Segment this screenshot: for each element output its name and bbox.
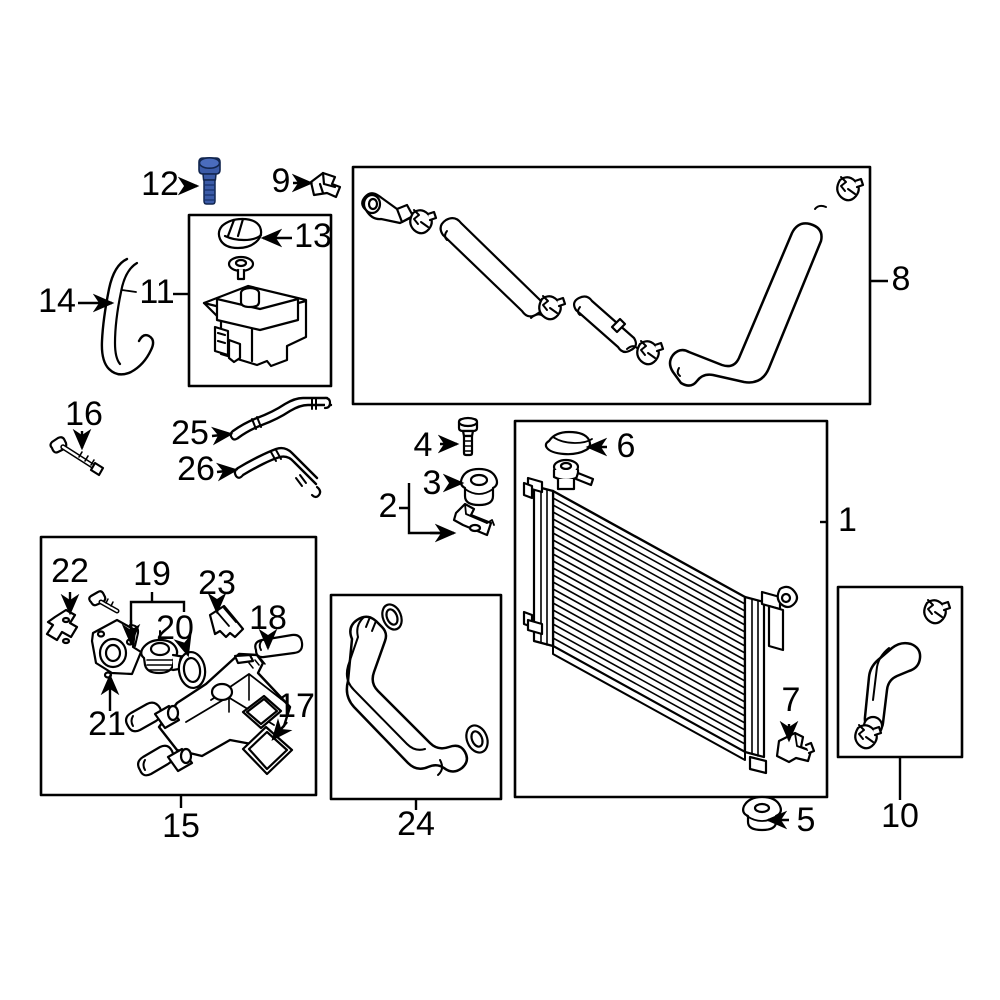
callout-label-26: 26 <box>177 450 215 488</box>
housing-bolt <box>88 590 120 614</box>
hose-clamp-a <box>409 209 438 235</box>
callout-label-15: 15 <box>162 807 200 845</box>
radiator-lower-insulator <box>742 795 782 832</box>
callout-label-5: 5 <box>797 801 816 839</box>
callout-label-24: 24 <box>397 805 435 843</box>
upper-hose-elbow <box>361 192 415 225</box>
callout-label-12: 12 <box>141 165 179 203</box>
lower-radiator-hose <box>345 615 469 776</box>
reservoir-mounting-bolt <box>198 157 221 205</box>
radiator-left-tank <box>522 476 555 648</box>
leader-20 <box>173 633 192 658</box>
thermostat-gasket <box>177 650 207 690</box>
hose-clamp-c <box>636 340 665 366</box>
callout-label-10: 10 <box>881 797 919 835</box>
callout-label-4: 4 <box>414 426 433 464</box>
hose-clamp-d <box>836 176 865 202</box>
reservoir-filler-grommet <box>227 255 255 281</box>
lower-hose-oring-top <box>381 603 403 631</box>
reservoir-feed-hose <box>229 396 333 441</box>
bypass-hose-clamp-top <box>923 599 952 625</box>
leader-26 <box>215 462 239 482</box>
callout-label-14: 14 <box>38 282 76 320</box>
callout-label-25: 25 <box>171 414 209 452</box>
callout-label-20: 20 <box>156 609 194 647</box>
hose-clamp-b <box>538 295 567 321</box>
callout-label-19: 19 <box>133 555 171 593</box>
reservoir-return-hose <box>233 446 322 499</box>
callout-label-9: 9 <box>272 162 291 200</box>
housing-inlet-nipple-upper <box>124 701 181 733</box>
callout-label-13: 13 <box>294 217 332 255</box>
callout-label-6: 6 <box>617 427 636 465</box>
lower-hose-oring-bottom <box>465 724 489 754</box>
upper-hose-pipe-2 <box>572 295 638 354</box>
radiator-filler-neck <box>552 458 595 491</box>
callout-label-7: 7 <box>782 681 801 719</box>
callout-label-21: 21 <box>88 705 126 743</box>
bypass-hose <box>862 641 922 737</box>
radiator-upper-insulator <box>459 467 499 507</box>
callout-label-2: 2 <box>379 487 398 525</box>
callout-label-1: 1 <box>838 501 857 539</box>
reservoir-cap <box>217 217 263 250</box>
radiator-right-tank <box>743 585 799 775</box>
radiator-bracket-bolt <box>457 416 479 457</box>
housing-stay-bracket <box>45 608 79 645</box>
callout-label-17: 17 <box>277 687 315 725</box>
callout-label-23: 23 <box>198 564 236 602</box>
radiator-mount-bracket <box>452 502 495 537</box>
callout-label-3: 3 <box>423 464 442 502</box>
leader-17 <box>271 718 293 741</box>
upper-radiator-hose <box>668 204 827 387</box>
coolant-reservoir-tank <box>202 284 308 368</box>
callout-label-16: 16 <box>65 395 103 433</box>
housing-gasket <box>241 725 294 776</box>
leader-25 <box>210 426 234 446</box>
bypass-hose-clamp-bottom <box>854 724 883 750</box>
hose-clip <box>309 171 342 199</box>
long-bolt <box>49 436 105 477</box>
callout-label-11: 11 <box>139 273 174 311</box>
radiator-core <box>551 489 747 761</box>
housing-inlet-nipple-lower <box>136 744 194 777</box>
upper-hose-pipe-1 <box>439 216 544 319</box>
callout-label-22: 22 <box>51 552 89 590</box>
thermostat-housing-body <box>157 652 292 758</box>
callout-label-18: 18 <box>249 599 287 637</box>
callout-label-8: 8 <box>892 260 911 298</box>
